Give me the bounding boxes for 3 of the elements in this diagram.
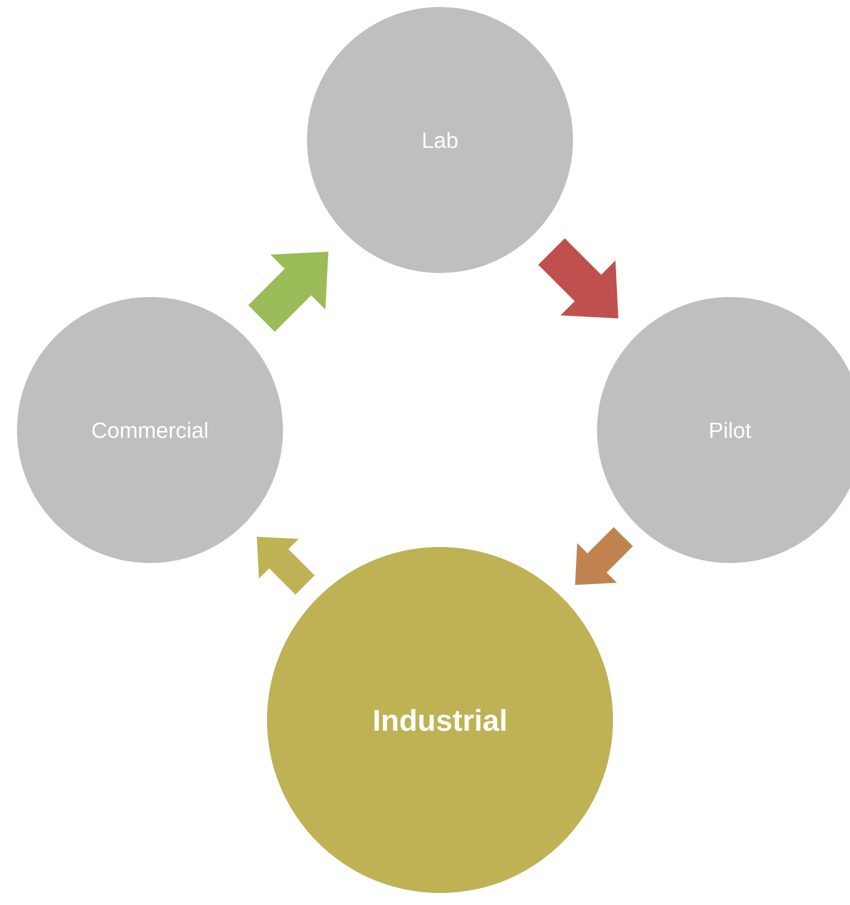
block-arrow — [575, 527, 633, 585]
block-arrow — [248, 252, 328, 332]
block-arrow — [538, 238, 618, 318]
